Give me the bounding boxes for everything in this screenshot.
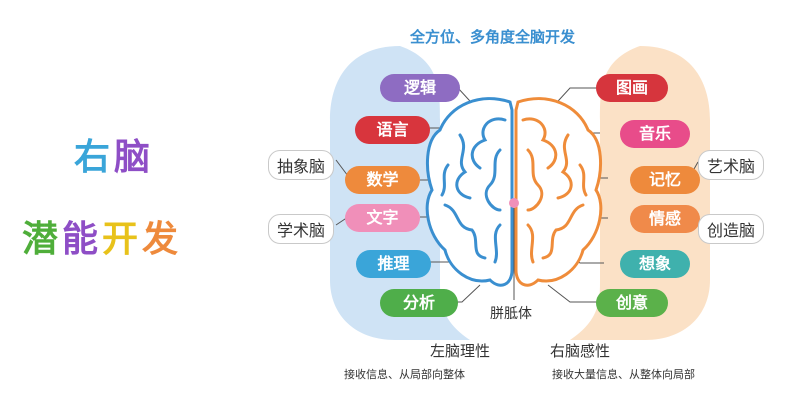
headline-char: 开 <box>102 219 143 260</box>
headline-char: 右 <box>74 137 115 178</box>
skill-pill-logic: 逻辑 <box>380 74 460 102</box>
skill-pill-emotion: 情感 <box>630 205 700 233</box>
right-brain-caption: 右脑感性 <box>550 342 611 360</box>
headline-char: 能 <box>62 219 103 260</box>
right-hemisphere <box>514 97 603 287</box>
skill-pill-reasoning: 推理 <box>356 250 431 278</box>
brain-type-abstract: 抽象脑 <box>268 150 335 180</box>
left-hemisphere <box>425 97 514 287</box>
skill-pill-drawing: 图画 <box>596 74 668 102</box>
corpus-callosum-dot <box>509 198 519 208</box>
left-brain-subcaption: 接收信息、从局部向整体 <box>344 368 465 381</box>
headline-char: 发 <box>142 219 183 260</box>
headline-line-1: 右脑 <box>74 128 154 180</box>
brain-type-academic: 学术脑 <box>268 214 335 244</box>
skill-pill-creativity: 创意 <box>596 289 668 317</box>
brain-type-creative: 创造脑 <box>698 214 765 244</box>
skill-pill-music: 音乐 <box>620 120 690 148</box>
skill-pill-memory: 记忆 <box>630 166 700 194</box>
left-brain-caption: 左脑理性 <box>430 342 491 360</box>
skill-pill-math: 数学 <box>345 166 420 194</box>
diagram-title: 全方位、多角度全脑开发 <box>410 28 576 46</box>
skill-pill-imagination: 想象 <box>620 250 690 278</box>
brain-type-artistic: 艺术脑 <box>698 150 765 180</box>
headline-char: 脑 <box>114 137 155 178</box>
right-brain-subcaption: 接收大量信息、从整体向局部 <box>552 368 695 381</box>
headline-line-2: 潜能开发 <box>22 210 182 262</box>
skill-pill-writing: 文字 <box>345 204 420 232</box>
skill-pill-analysis: 分析 <box>380 289 458 317</box>
headline-char: 潜 <box>22 219 63 260</box>
skill-pill-language: 语言 <box>355 116 430 144</box>
corpus-callosum-label: 胼胝体 <box>490 306 532 322</box>
